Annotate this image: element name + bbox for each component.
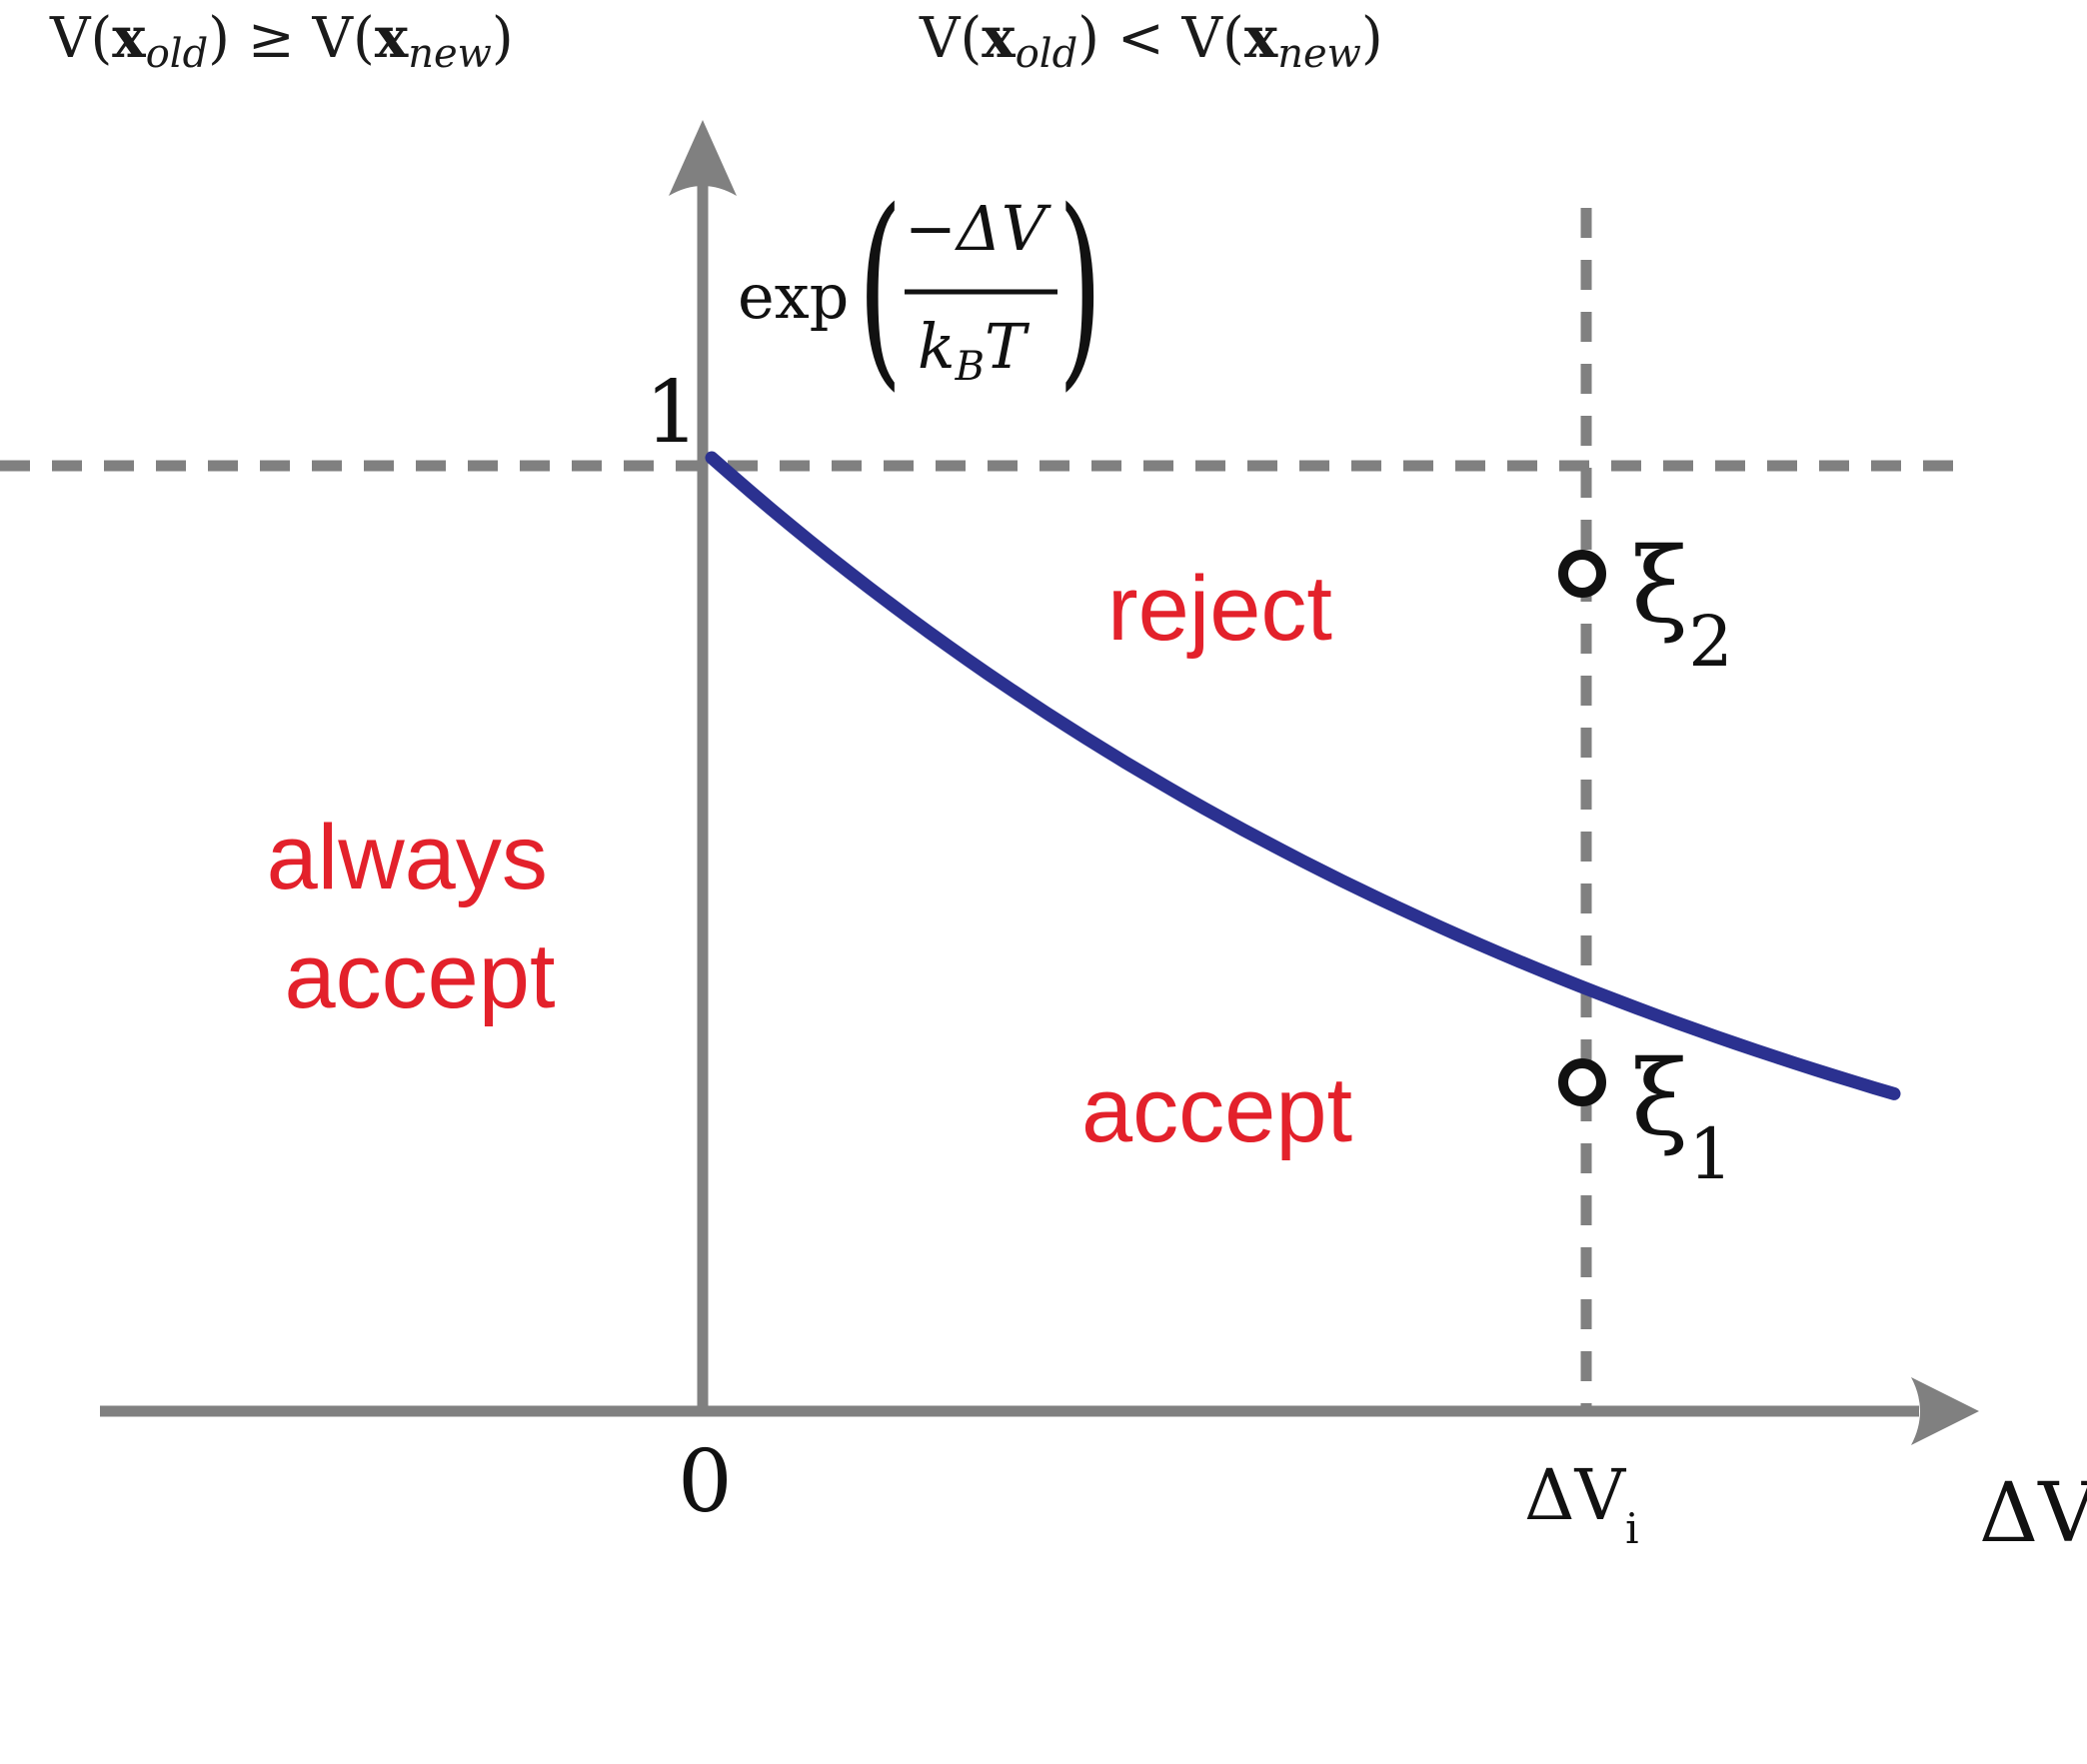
xi-2-label: ξ2 [1631,525,1733,683]
x-axis-arrowhead [1911,1377,1979,1445]
x-tick-delta-vi: ΔVi [1524,1454,1639,1553]
accept-label: accept [1081,1059,1352,1161]
x-axis-label: ΔV [1979,1466,2087,1561]
formula-numerator: −ΔV [905,192,1052,265]
xi-1-marker [1558,1058,1606,1106]
y-axis [669,120,737,1411]
x-tick-zero: 0 [678,1432,733,1532]
formula-denominator: kBT [918,310,1031,390]
xi-1-point: ξ1 [1558,1037,1733,1195]
header-left: V(xold) ≥ V(xnew) [49,5,514,77]
y-axis-formula: exp ( −ΔV kBT ) [738,165,1102,409]
xi-1-label: ξ1 [1631,1037,1733,1195]
header-right: V(xold) < V(xnew) [919,5,1383,77]
always-accept-line1: always [267,807,548,908]
xi-2-point: ξ2 [1558,525,1733,683]
x-axis [100,1377,1979,1445]
exp-curve [705,451,1901,1100]
reject-label: reject [1107,558,1332,660]
always-accept-line2: accept [284,925,555,1027]
formula-right-paren: ) [1057,165,1102,409]
y-axis-arrowhead [669,120,737,196]
always-accept-label: always accept [267,807,574,1027]
formula-left-paren: ( [858,165,903,409]
xi-2-marker [1558,550,1606,598]
formula-exp: exp [738,260,849,333]
y-tick-one: 1 [645,363,700,463]
